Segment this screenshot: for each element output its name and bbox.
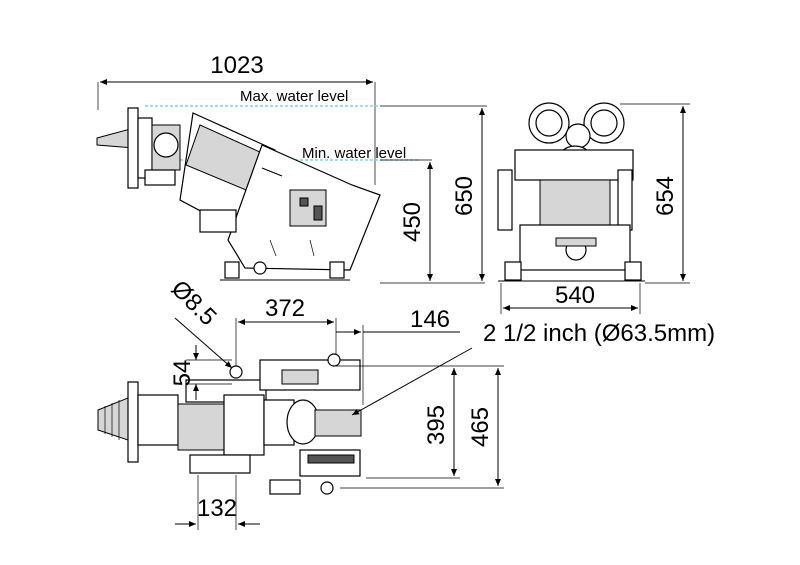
frame-slot xyxy=(309,239,315,257)
pulley-left-inner xyxy=(535,109,563,137)
dim-label-540: 540 xyxy=(555,282,595,309)
top-view: Ø8.5 372 146 2 1/2 inch (Ø63.5mm) 54 395… xyxy=(97,275,715,530)
top-strainer xyxy=(97,397,129,441)
dim-label-395: 395 xyxy=(423,405,450,445)
mount-foot xyxy=(224,261,240,279)
lower-bracket xyxy=(555,237,597,247)
control-switch xyxy=(299,197,309,207)
dim-label-450: 450 xyxy=(399,202,426,242)
top-inlet-body xyxy=(137,394,179,446)
front-view: 654 540 xyxy=(497,102,690,314)
frame-side-right xyxy=(617,169,633,231)
top-frame-rear xyxy=(189,454,251,474)
frame-side-left xyxy=(497,169,513,231)
dim-label-length: 1023 xyxy=(210,52,263,79)
frame-slot xyxy=(269,239,277,257)
dim-label-372: 372 xyxy=(265,295,305,322)
inlet-body xyxy=(137,117,153,179)
bolt-hole-right xyxy=(327,353,341,367)
dim-label-465: 465 xyxy=(467,407,494,447)
dim-label-132: 132 xyxy=(197,495,237,522)
front-foot-right xyxy=(624,261,642,281)
top-engine xyxy=(223,394,265,456)
engine-front xyxy=(539,179,611,226)
dim-label-54: 54 xyxy=(169,360,196,387)
front-foot-left xyxy=(504,261,522,281)
top-pump xyxy=(177,403,225,451)
pump-base xyxy=(144,169,176,186)
bolt-hole-bottom-right xyxy=(320,481,334,495)
dim-label-146: 146 xyxy=(410,306,450,333)
dim-label-hole: Ø8.5 xyxy=(166,275,222,331)
pulley-right-inner xyxy=(590,109,618,137)
handle xyxy=(261,167,283,177)
leader-outlet xyxy=(351,347,473,416)
outlet-size-label: 2 1/2 inch (Ø63.5mm) xyxy=(483,320,715,347)
top-inlet-flange xyxy=(127,381,139,463)
top-bracket xyxy=(281,369,319,385)
min-water-label: Min. water level xyxy=(302,145,406,162)
wheel xyxy=(253,261,267,275)
max-water-label: Max. water level xyxy=(240,88,348,105)
top-foot xyxy=(269,479,301,495)
top-flywheel xyxy=(286,399,320,445)
fuel-tank xyxy=(199,209,237,233)
inlet-flange xyxy=(127,107,139,189)
pump-volute xyxy=(153,132,179,158)
side-view: 1023 Max. water level Min. water level xyxy=(96,52,487,284)
frame-top xyxy=(514,149,634,181)
top-battery xyxy=(307,454,355,464)
control-switch xyxy=(313,205,323,221)
dim-label-654: 654 xyxy=(652,176,679,216)
pulley-center xyxy=(565,123,591,149)
dim-label-650: 650 xyxy=(451,176,478,216)
mount-foot xyxy=(329,261,345,279)
